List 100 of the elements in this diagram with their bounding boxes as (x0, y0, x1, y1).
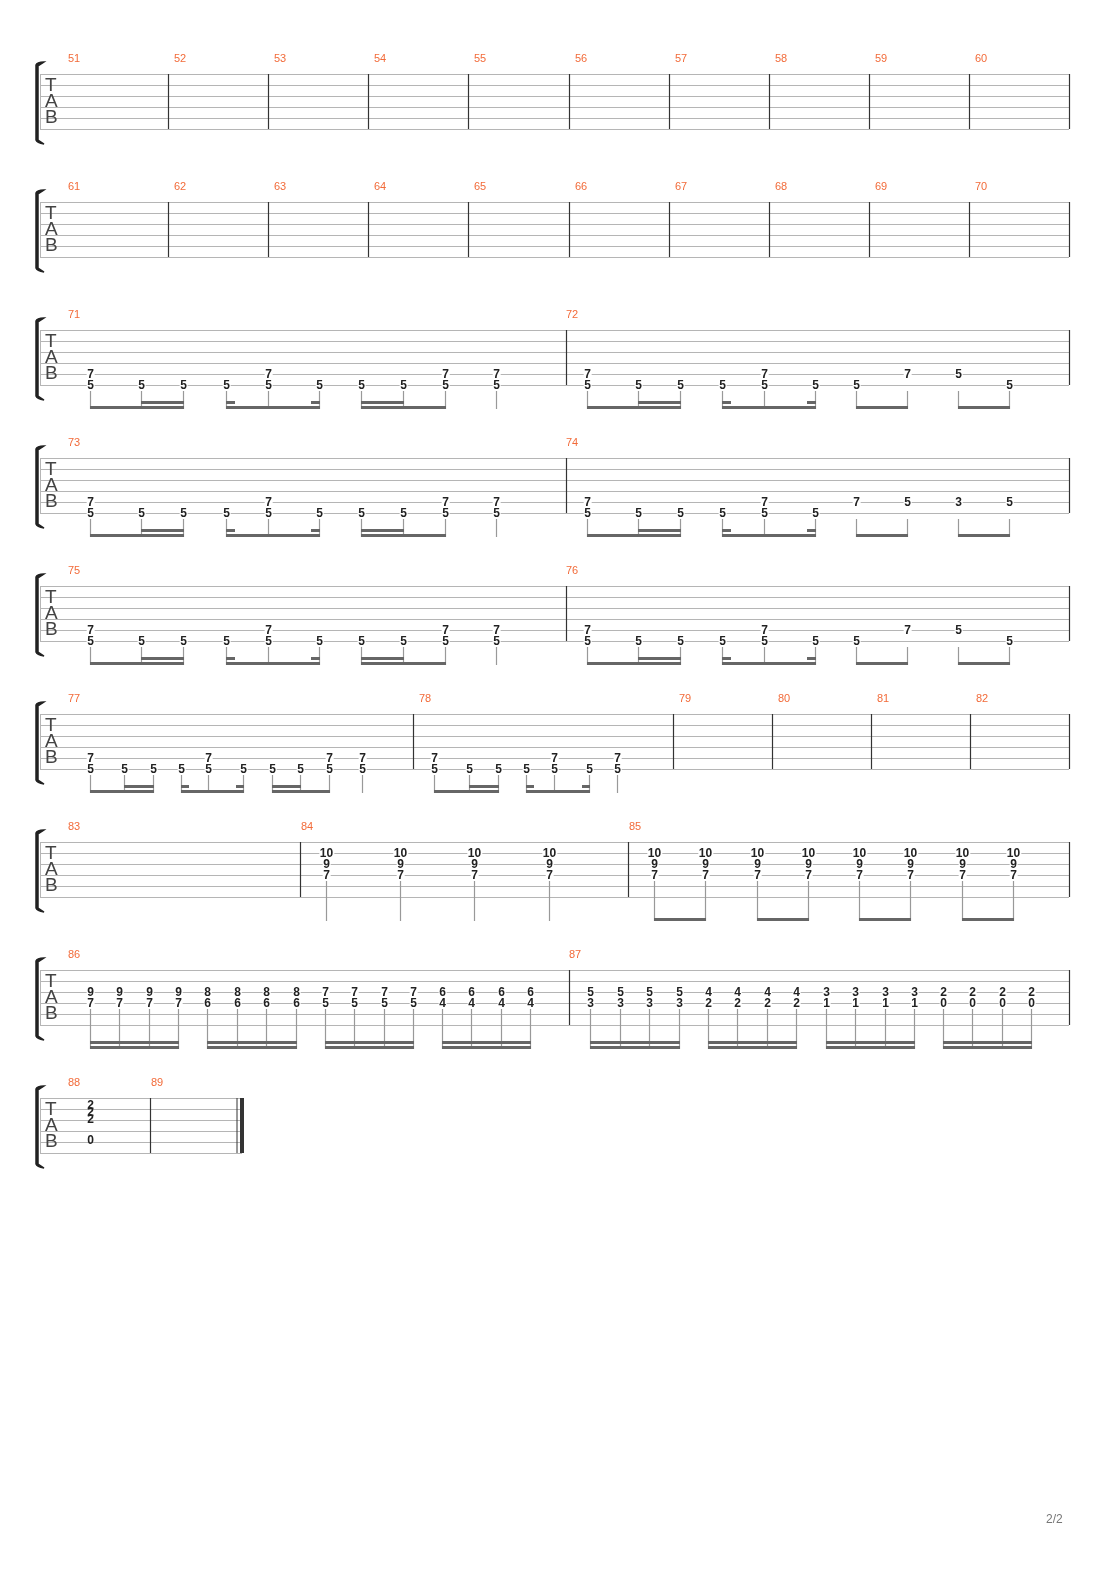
fret-number: 5 (634, 507, 643, 518)
fret-number: 7 (86, 496, 95, 507)
fret-number: 7 (760, 624, 769, 635)
fret-number: 2 (939, 986, 948, 997)
tab-clef-letter: B (45, 1133, 58, 1149)
fret-number: 5 (492, 507, 501, 518)
fret-number: 7 (804, 869, 813, 880)
fret-number: 7 (441, 624, 450, 635)
measure-number: 89 (151, 1076, 164, 1088)
measure-number: 69 (875, 180, 888, 192)
tab-clef-letter: B (45, 1005, 58, 1021)
fret-number: 5 (268, 763, 277, 774)
fret-number: 5 (399, 635, 408, 646)
fret-number: 9 (650, 858, 659, 869)
fret-number: 9 (804, 858, 813, 869)
fret-number: 10 (800, 847, 817, 858)
fret-number: 5 (1005, 635, 1014, 646)
fret-number: 7 (583, 624, 592, 635)
fret-number: 9 (174, 986, 183, 997)
fret-number: 5 (645, 986, 654, 997)
fret-number: 8 (262, 986, 271, 997)
measure-number: 51 (68, 52, 81, 64)
fret-number: 5 (492, 379, 501, 390)
fret-number: 7 (441, 496, 450, 507)
fret-number: 7 (583, 496, 592, 507)
measure-number: 57 (675, 52, 688, 64)
tab-clef-letter: T (45, 77, 57, 93)
tab-clef-letter: A (45, 733, 58, 749)
fret-number: 0 (968, 997, 977, 1008)
fret-number: 7 (855, 869, 864, 880)
fret-number: 7 (550, 752, 559, 763)
measure-number: 56 (575, 52, 588, 64)
fret-number: 7 (325, 752, 334, 763)
fret-number: 2 (733, 997, 742, 1008)
fret-number: 8 (203, 986, 212, 997)
fret-number: 7 (545, 869, 554, 880)
fret-number: 9 (396, 858, 405, 869)
fret-number: 7 (492, 368, 501, 379)
fret-number: 7 (115, 997, 124, 1008)
measure-number: 53 (274, 52, 287, 64)
fret-number: 9 (1009, 858, 1018, 869)
fret-number: 1 (822, 997, 831, 1008)
fret-number: 5 (903, 496, 912, 507)
fret-number: 7 (350, 986, 359, 997)
fret-number: 5 (430, 763, 439, 774)
fret-number: 7 (264, 368, 273, 379)
fret-number: 9 (753, 858, 762, 869)
tab-clef-letter: B (45, 109, 58, 125)
tab-clef-letter: T (45, 717, 57, 733)
fret-number: 4 (526, 997, 535, 1008)
measure-number: 87 (569, 948, 582, 960)
measure-number: 77 (68, 692, 81, 704)
tab-clef-letter: T (45, 845, 57, 861)
fret-number: 5 (264, 379, 273, 390)
tab-clef-letter: T (45, 973, 57, 989)
measure-number: 61 (68, 180, 81, 192)
fret-number: 5 (315, 507, 324, 518)
fret-number: 7 (430, 752, 439, 763)
measure-number: 79 (679, 692, 692, 704)
tab-clef-letter: A (45, 349, 58, 365)
fret-number: 5 (1005, 496, 1014, 507)
fret-number: 7 (650, 869, 659, 880)
fret-number: 9 (545, 858, 554, 869)
fret-number: 10 (318, 847, 335, 858)
fret-number: 5 (399, 507, 408, 518)
fret-number: 5 (852, 379, 861, 390)
fret-number: 5 (811, 635, 820, 646)
tab-clef-letter: T (45, 461, 57, 477)
fret-number: 10 (697, 847, 714, 858)
fret-number: 5 (811, 507, 820, 518)
fret-number: 9 (958, 858, 967, 869)
measure-number: 88 (68, 1076, 81, 1088)
fret-number: 2 (86, 1100, 95, 1110)
tab-clef-letter: A (45, 605, 58, 621)
fret-number: 10 (851, 847, 868, 858)
fret-number: 5 (718, 379, 727, 390)
measure-number: 66 (575, 180, 588, 192)
measure-number: 82 (976, 692, 989, 704)
measure-number: 60 (975, 52, 988, 64)
fret-number: 2 (792, 997, 801, 1008)
fret-number: 9 (470, 858, 479, 869)
fret-number: 7 (701, 869, 710, 880)
tab-clef-letter: A (45, 989, 58, 1005)
fret-number: 5 (380, 997, 389, 1008)
fret-number: 6 (292, 997, 301, 1008)
fret-number: 5 (179, 507, 188, 518)
measure-number: 71 (68, 308, 81, 320)
fret-number: 7 (264, 624, 273, 635)
fret-number: 9 (145, 986, 154, 997)
fret-number: 1 (881, 997, 890, 1008)
fret-number: 7 (358, 752, 367, 763)
fret-number: 5 (852, 635, 861, 646)
fret-number: 9 (701, 858, 710, 869)
fret-number: 1 (851, 997, 860, 1008)
tab-clef-letter: B (45, 749, 58, 765)
fret-number: 5 (86, 763, 95, 774)
fret-number: 0 (1027, 997, 1036, 1008)
fret-number: 7 (906, 869, 915, 880)
fret-number: 5 (441, 379, 450, 390)
fret-number: 7 (903, 368, 912, 379)
